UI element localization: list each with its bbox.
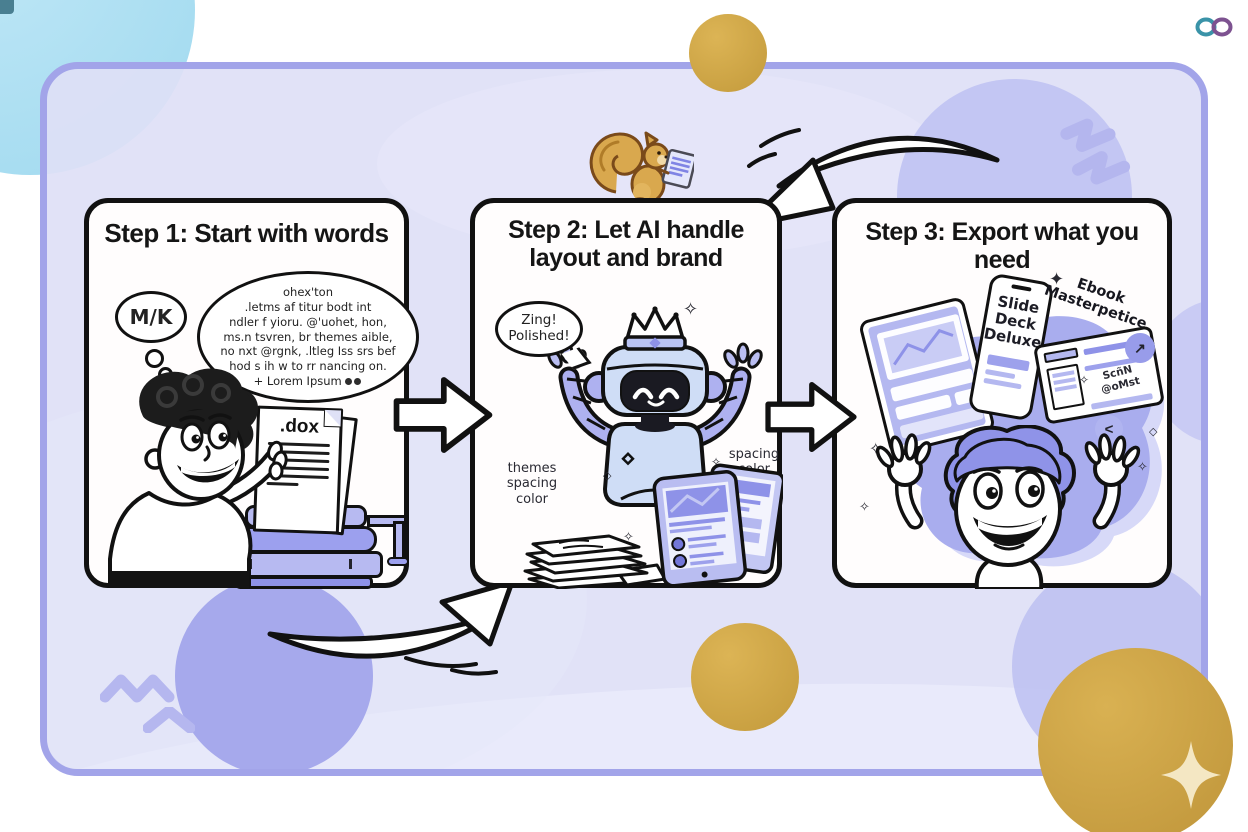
infinity-logo-icon	[1195, 17, 1233, 37]
step2-title: Step 2: Let AI handle layout and brand	[475, 216, 777, 272]
thought-bubble: M/K	[115, 291, 187, 343]
sparkle-icon: ✧	[859, 499, 870, 514]
arrow-step2-to-step3	[765, 381, 857, 453]
layout-tablets	[652, 463, 783, 588]
speech-line: no nxt @rgnk, .ltleg Iss srs bef	[220, 344, 396, 359]
sparkle-icon: ✧	[711, 455, 722, 469]
glasses-emoji-icon	[345, 377, 362, 386]
gold-circle-bottom-middle	[691, 623, 799, 731]
step2-panel: Step 2: Let AI handle layout and brand	[470, 198, 783, 589]
sparkle-icon: ✧	[1137, 459, 1148, 474]
sparkle-star-icon	[1161, 741, 1221, 809]
step3-panel: Step 3: Export what you need	[832, 198, 1172, 589]
speech-line: ms.n tsvren, br themes aible,	[223, 329, 393, 344]
sparkle-icon: ✧	[623, 529, 634, 544]
zing-line2: Polished!	[508, 328, 570, 344]
right-hand	[1084, 433, 1141, 530]
curved-arrow-bottom	[267, 579, 515, 676]
phone-label: Slide Deck Deluxe	[982, 292, 1044, 352]
squirrel-mascot	[589, 131, 694, 206]
arrow-step1-to-step2	[393, 377, 493, 453]
speech-line: + Lorem Ipsum	[254, 374, 363, 389]
person-writer	[108, 368, 288, 588]
themes-spacing-color-label: themes spacing color	[506, 461, 558, 507]
step1-title: Step 1: Start with words	[104, 218, 389, 248]
zigzag-decoration	[100, 674, 175, 703]
step2-title-line1: Step 2: Let AI handle	[508, 216, 744, 244]
left-hand	[875, 433, 932, 530]
speech-line: ohex'ton	[283, 285, 333, 300]
sparkle-icon: ◇	[1149, 426, 1158, 438]
happy-person	[875, 425, 1141, 589]
export-tablet	[857, 295, 997, 457]
zing-line1: Zing!	[521, 312, 557, 329]
gold-circle-top	[689, 14, 767, 92]
speech-line: .letms af titur bodt int	[244, 300, 372, 315]
step3-title: Step 3: Export what you need	[865, 218, 1139, 274]
share-badge-icon: ↗	[1125, 333, 1155, 363]
step2-title-line2: layout and brand	[529, 243, 723, 272]
thought-dot	[145, 349, 164, 368]
gold-circle-bottom-right	[1038, 648, 1233, 832]
sparkle-icon: ✦	[1049, 269, 1065, 289]
purple-circle-bottom-left	[175, 577, 373, 769]
sparkle-icon: ✧	[1079, 373, 1090, 387]
sparkle-icon: ✧	[683, 299, 699, 319]
speech-line: ndler f yioru. @'uohet, hon,	[229, 314, 387, 329]
step1-panel: Step 1: Start with words M/K ohex'ton .l…	[84, 198, 419, 589]
speech-line: hod s ih w to rr nancing on.	[229, 359, 387, 374]
zing-bubble: Zing! Polished!	[495, 301, 583, 357]
chevron-decoration	[143, 707, 195, 733]
sparkle-icon: ◇	[603, 470, 612, 482]
teal-corner-square	[0, 0, 14, 14]
zigzag-decoration-top-right	[1060, 118, 1131, 185]
ai-robot	[547, 306, 763, 507]
thought-bubble-text: M/K	[129, 305, 173, 329]
